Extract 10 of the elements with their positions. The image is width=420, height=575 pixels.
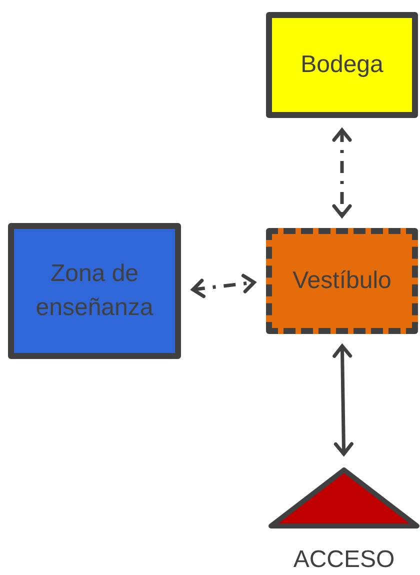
- arrow: [332, 128, 352, 218]
- box-label: Vestíbulo: [292, 266, 392, 296]
- box-label: Zona de enseñanza: [34, 259, 154, 323]
- box-label: Bodega: [300, 50, 384, 80]
- teaching-area-box: [8, 223, 181, 359]
- arrow: [191, 274, 256, 298]
- lobby-box: [266, 228, 418, 334]
- access-label: ACCESO: [292, 545, 396, 575]
- arrow: [332, 344, 354, 456]
- storage-box: [266, 12, 418, 118]
